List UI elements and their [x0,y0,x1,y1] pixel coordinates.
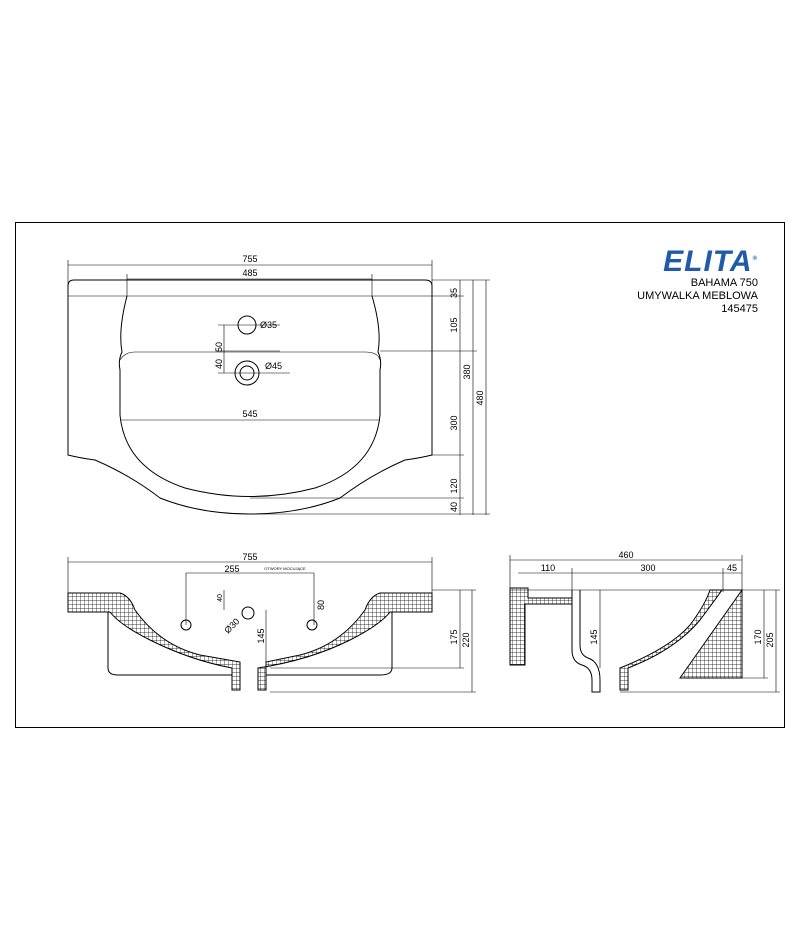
dim-overflow: Ø30 [222,616,241,635]
side-front-section [619,589,743,691]
note-mounting-holes: OTWORY MOCUJĄCE [264,566,306,571]
overflow-hole [241,606,255,620]
dim-485: 485 [242,268,257,278]
dim-110: 110 [541,563,555,573]
label-tap-hole: Ø35 [260,320,277,330]
front-left-section [67,592,241,691]
basin-outline [67,279,433,515]
mount-hole-right [306,619,318,631]
dim-300: 300 [449,415,459,430]
dim-205: 205 [765,632,775,647]
trademark-mark: ® [752,256,758,262]
dim-45: 45 [727,563,737,573]
inner-bowl [118,295,382,497]
dim-460: 460 [618,550,633,560]
title-block: ELITA® BAHAMA 750 UMYWALKA MEBLOWA 14547… [637,244,758,316]
dim-145-side: 145 [589,629,599,644]
dim-545: 545 [242,409,257,419]
side-back-section [509,587,573,666]
dim-175: 175 [449,629,459,644]
front-view: 755 255 OTWORY MOCUJĄCE 40 80 Ø30 145 17… [67,552,476,693]
top-view: 755 485 545 Ø35 Ø45 50 40 35 105 300 120… [67,254,490,515]
dim-40-front: 40 [217,594,224,602]
label-drain-hole: Ø45 [265,361,282,371]
dim-120: 120 [449,478,459,493]
front-right-section [257,592,433,691]
product-model: BAHAMA 750 [690,277,758,289]
bowl-top-edge [119,351,381,361]
front-outer-body [107,612,393,676]
dim-255: 255 [224,564,239,574]
product-type: UMYWALKA MEBLOWA [637,290,758,302]
logo-text: ELITA [663,245,753,278]
dim-755-front: 755 [242,552,257,562]
side-view: 460 110 300 45 145 170 205 [509,550,780,693]
product-code: 145475 [721,303,758,315]
dim-380: 380 [462,364,472,379]
dim-40: 40 [214,359,224,369]
dim-220: 220 [461,632,471,647]
dim-300-side: 300 [640,563,655,573]
dim-40-bottom: 40 [449,502,459,512]
dim-105: 105 [449,317,459,332]
dim-480: 480 [475,390,485,405]
dim-170: 170 [753,629,763,644]
dim-755: 755 [242,254,257,264]
side-waste-pipe [571,590,601,693]
dim-80: 80 [316,600,326,610]
dim-50: 50 [214,342,224,352]
dim-35: 35 [449,288,459,298]
elita-logo: ELITA® [637,244,758,277]
drawing-frame [15,222,785,728]
dim-145-front: 145 [256,628,266,643]
